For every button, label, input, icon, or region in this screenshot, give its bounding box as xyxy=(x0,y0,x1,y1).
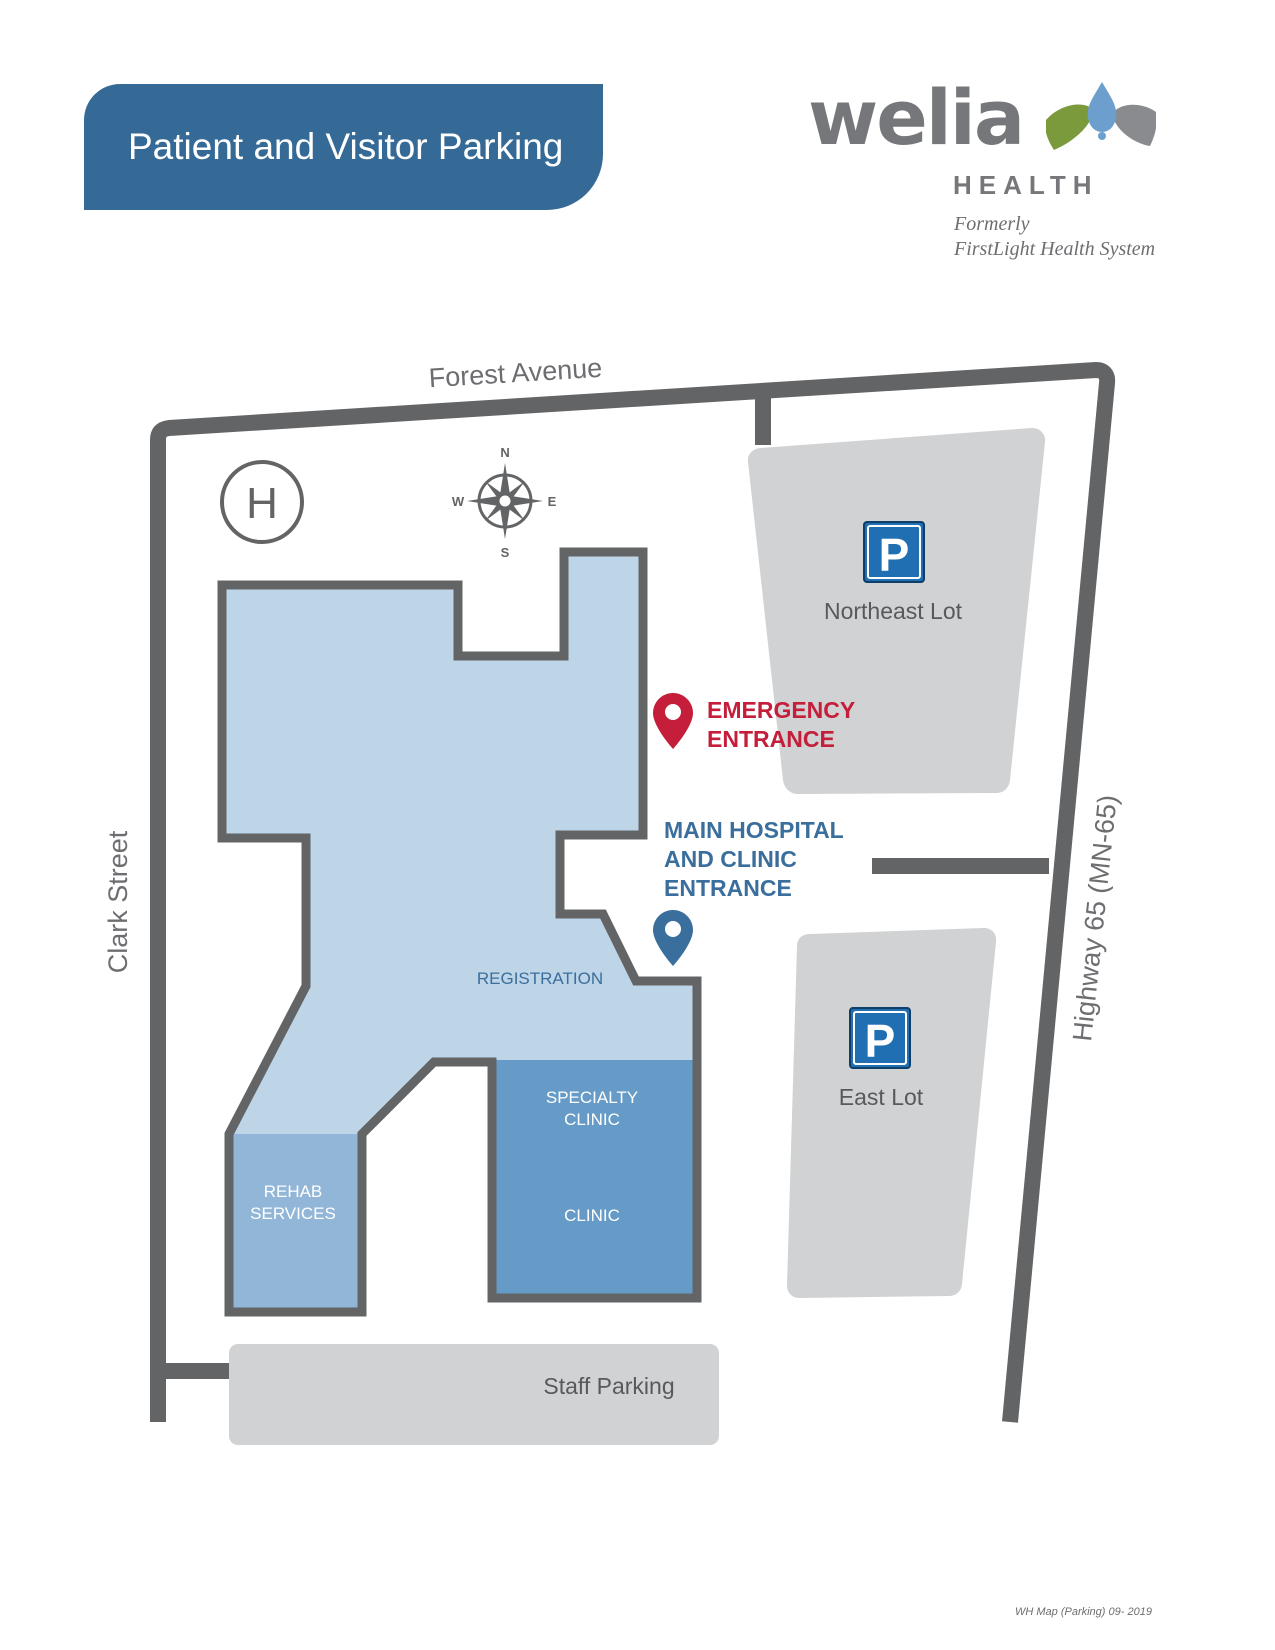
main-entrance-label-3: ENTRANCE xyxy=(664,875,792,901)
title-banner: Patient and Visitor Parking xyxy=(84,84,603,210)
helipad-icon: H xyxy=(220,460,304,544)
main-entrance-pin xyxy=(653,910,693,966)
rehab-services-label-1: REHAB xyxy=(264,1182,323,1201)
highway-65-label: Highway 65 (MN-65) xyxy=(1067,793,1123,1042)
parking-sign-icon xyxy=(849,1007,911,1069)
emergency-entrance-label-2: ENTRANCE xyxy=(707,726,835,752)
campus-perimeter-road xyxy=(150,362,1116,1423)
compass-north-label: N xyxy=(500,445,509,460)
compass-east-label: E xyxy=(548,494,557,509)
building-outline xyxy=(217,547,702,1317)
specialty-clinic-label-1: SPECIALTY xyxy=(546,1088,638,1107)
northeast-lot-area xyxy=(747,428,1046,794)
clinic-label: CLINIC xyxy=(564,1206,620,1225)
rehab-services-label-2: SERVICES xyxy=(250,1204,336,1223)
map-pin-icon xyxy=(653,693,693,749)
parking-sign-icon xyxy=(863,521,925,583)
forest-avenue-label: Forest Avenue xyxy=(428,353,603,394)
parking-sign-border xyxy=(853,1011,907,1065)
pin-hole xyxy=(665,704,681,720)
compass-rose-icon: N S E W xyxy=(452,445,557,560)
drop-dot-shape xyxy=(1098,132,1106,140)
clark-street-label: Clark Street xyxy=(103,830,133,973)
page-title: Patient and Visitor Parking xyxy=(128,126,564,167)
clinic-wing xyxy=(492,1060,697,1298)
green-leaf-shape xyxy=(1046,104,1094,150)
staff-parking-label: Staff Parking xyxy=(543,1373,674,1399)
east-lot-area xyxy=(787,928,997,1298)
rehab-services-wing xyxy=(229,1134,362,1312)
northeast-lot-label: Northeast Lot xyxy=(824,598,963,624)
pin-hole xyxy=(665,921,681,937)
parking-sign-border xyxy=(867,525,921,579)
compass-south-label: S xyxy=(501,545,510,560)
parking-sign-letter: P xyxy=(879,529,910,581)
gray-leaf-shape xyxy=(1112,104,1156,146)
leaf-drop-icon xyxy=(1046,82,1156,150)
footer-note: WH Map (Parking) 09- 2019 xyxy=(1015,1606,1152,1618)
east-lot-label: East Lot xyxy=(839,1084,924,1110)
northeast-parking-sign: P xyxy=(863,521,925,583)
helipad-symbol: H xyxy=(246,479,278,528)
parking-sign-letter: P xyxy=(865,1015,896,1067)
formerly-line-1: Formerly xyxy=(954,213,1030,235)
formerly-line-2: FirstLight Health System xyxy=(954,238,1156,260)
staff-parking-area xyxy=(229,1344,719,1445)
welia-health-logo: welia HEALTH Formerly FirstLight Health … xyxy=(808,78,1208,268)
emergency-entrance-pin xyxy=(653,693,693,749)
logo-subword: HEALTH xyxy=(953,170,1099,200)
main-entrance-label-2: AND CLINIC xyxy=(664,846,797,872)
main-entrance-label-1: MAIN HOSPITAL xyxy=(664,817,844,843)
emergency-entrance-label-1: EMERGENCY xyxy=(707,697,855,723)
map-pin-icon xyxy=(653,910,693,966)
logo-wordmark: welia xyxy=(808,73,1025,162)
compass-west-label: W xyxy=(452,494,465,509)
east-parking-sign: P xyxy=(849,1007,911,1069)
helipad-circle xyxy=(220,460,304,544)
registration-label: REGISTRATION xyxy=(477,969,603,988)
compass-center xyxy=(496,492,514,510)
specialty-clinic-label-2: CLINIC xyxy=(564,1110,620,1129)
blue-drop-shape xyxy=(1087,82,1117,132)
logo-formerly-text: Formerly FirstLight Health System xyxy=(954,212,1155,262)
main-hospital-building xyxy=(222,552,697,1134)
